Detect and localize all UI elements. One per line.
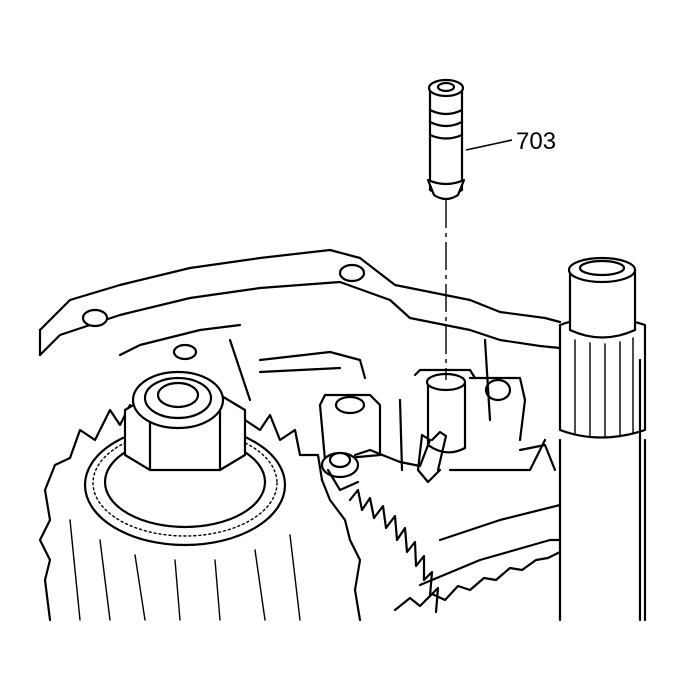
bolt-hole <box>484 378 512 402</box>
special-tool <box>426 78 466 201</box>
case-casting <box>318 338 557 472</box>
detent-spring <box>320 430 448 492</box>
bolt-hole <box>334 395 366 415</box>
pinion-gear <box>38 370 362 622</box>
callout-label: 703 <box>516 128 556 155</box>
bolt-hole <box>172 343 198 361</box>
input-shaft <box>558 256 647 622</box>
bolt-hole <box>81 308 109 328</box>
case-flange <box>38 248 562 402</box>
callout-leader <box>465 139 513 151</box>
bolt-hole <box>338 263 366 283</box>
ring-gear <box>348 488 562 614</box>
